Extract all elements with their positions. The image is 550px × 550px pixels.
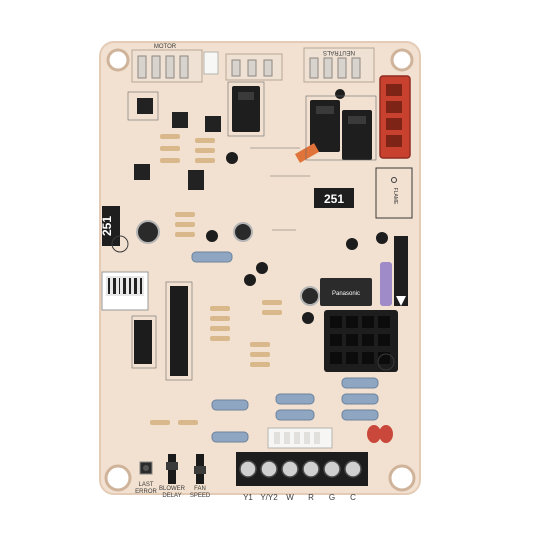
blower-delay-jumper[interactable] (166, 454, 178, 484)
terminal-label-y-y2: Y/Y2 (260, 493, 278, 502)
svg-text:FLAME: FLAME (392, 188, 398, 205)
silkscreen-outlines (127, 81, 377, 381)
terminal-screw-c[interactable] (344, 460, 362, 478)
mounting-hole-bottom-right (388, 464, 416, 492)
model-label-right: 251 (314, 188, 354, 208)
terminal-screw-g[interactable] (323, 460, 341, 478)
terminal-screw-y-y2[interactable] (260, 460, 278, 478)
mounting-holes (104, 48, 416, 492)
red-power-connector (379, 75, 411, 159)
motor-label: MOTOR (154, 44, 177, 50)
terminal-label-y1: Y1 (243, 493, 253, 502)
purple-component (380, 262, 392, 306)
mounting-hole-top-right (390, 48, 414, 72)
last-error-button[interactable] (139, 461, 153, 475)
svg-text:Panasonic: Panasonic (332, 291, 360, 297)
barcode-sticker (101, 271, 149, 311)
small-ic-chips (134, 98, 221, 190)
xfmr-spade-terminals (225, 53, 283, 81)
terminal-labels: Y1 Y/Y2 W R G C (243, 493, 356, 502)
red-capacitors (367, 425, 393, 443)
molex-12-pin-connector (324, 310, 398, 372)
terminal-label-w: W (286, 493, 294, 502)
panasonic-relay: Panasonic (320, 278, 372, 306)
white-header-connector (267, 427, 333, 449)
white-connector-top (203, 51, 219, 75)
neutrals-terminals: NEUTRALS (303, 47, 375, 83)
terminal-screw-r[interactable] (302, 460, 320, 478)
microcontroller-ic (170, 286, 188, 376)
relay-top-mid (310, 100, 340, 152)
terminal-screw-w[interactable] (281, 460, 299, 478)
flame-indicator-box: FLAME (375, 167, 413, 219)
secondary-ic (134, 320, 152, 364)
relay-top-left (232, 86, 260, 132)
mounting-hole-top-left (106, 48, 130, 72)
terminal-screws (239, 460, 362, 478)
terminal-screw-y1[interactable] (239, 460, 257, 478)
power-resistors (191, 251, 379, 443)
svg-text:251: 251 (324, 192, 344, 206)
transistors (206, 89, 388, 324)
terminal-label-r: R (308, 493, 314, 502)
resistor-array (150, 134, 282, 425)
ul-certification-mark (111, 235, 395, 371)
fan-speed-jumper[interactable] (194, 454, 206, 484)
terminal-label-g: G (329, 493, 335, 502)
arrow-indicator (394, 236, 408, 306)
svg-text:251: 251 (100, 216, 114, 236)
neutrals-label: NEUTRALS (323, 49, 355, 55)
orange-component (294, 143, 320, 163)
capacitors (136, 220, 320, 306)
mounting-hole-bottom-left (104, 464, 132, 492)
motor-spade-terminals: MOTOR (131, 44, 203, 83)
model-label-left: 251 (100, 206, 120, 246)
terminal-label-c: C (350, 493, 356, 502)
relay-top-right (342, 110, 372, 160)
